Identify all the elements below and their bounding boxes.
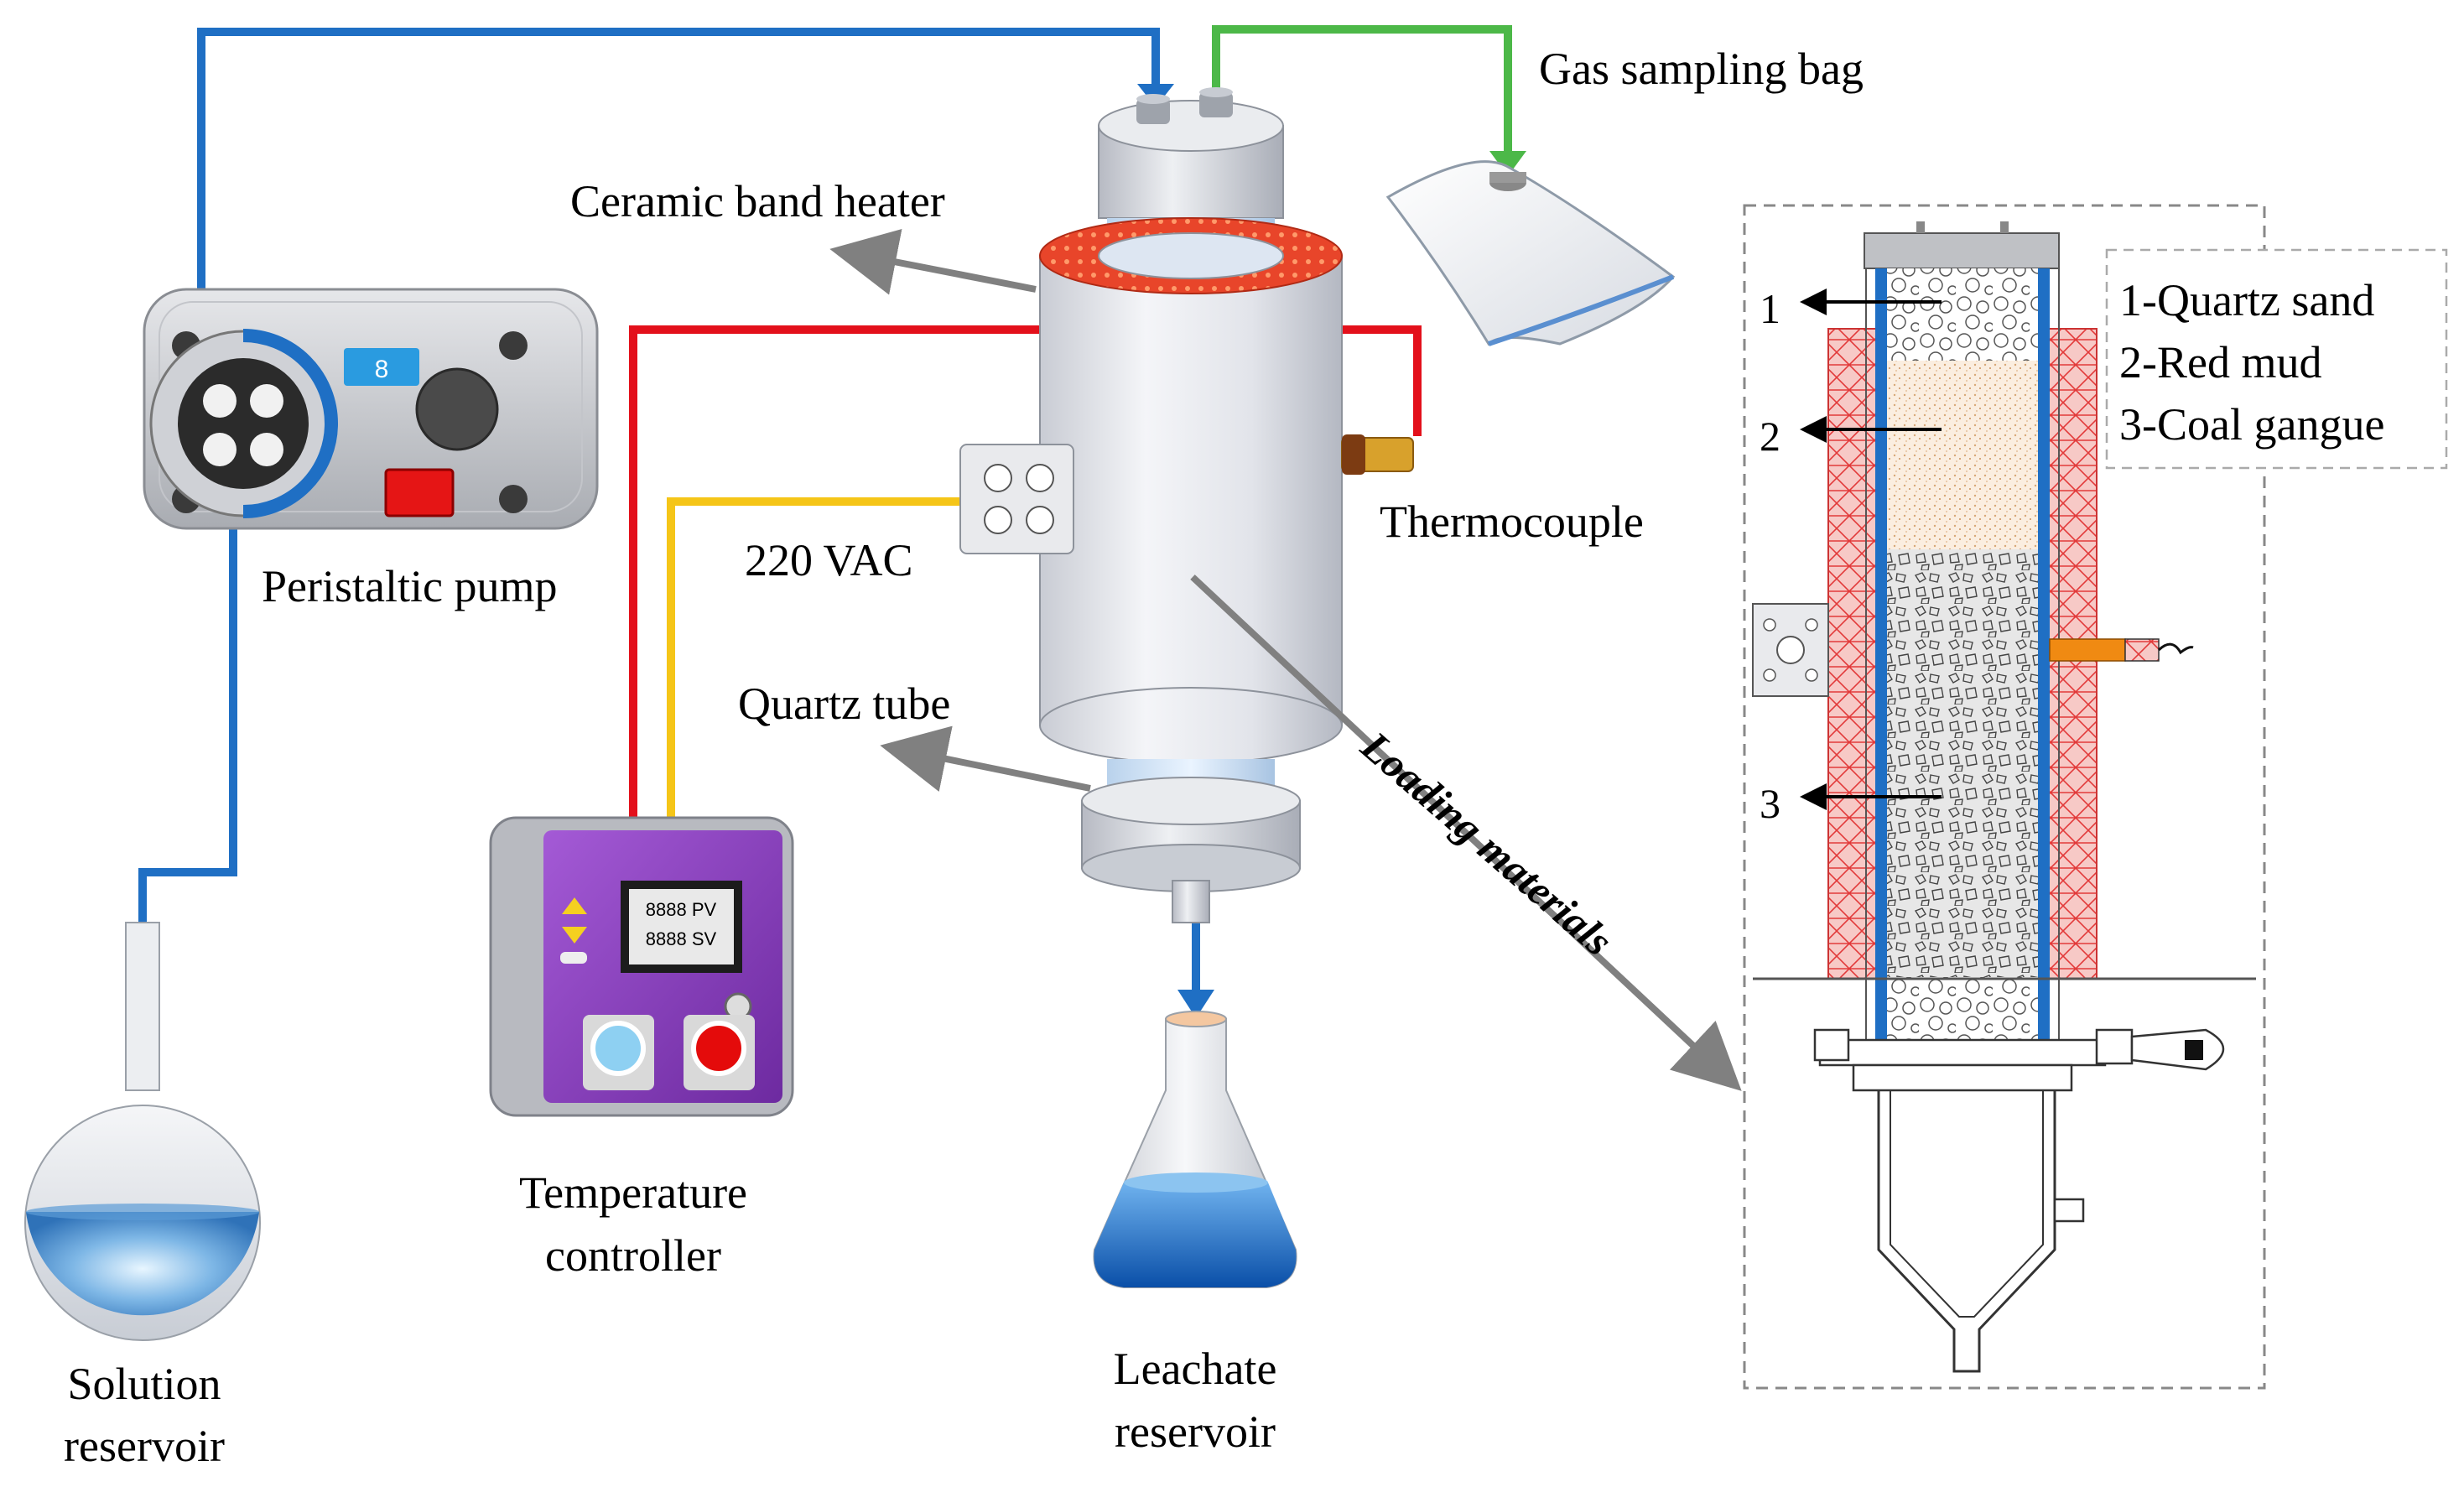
- controller-blue-button: [590, 1021, 646, 1076]
- coal-gangue-layer: [1887, 549, 2038, 977]
- loading-materials-pointer: [1190, 575, 1742, 1091]
- quartz-tube-pointer: [880, 725, 1091, 792]
- green-tube-arrowhead: [1489, 151, 1526, 176]
- power-connector: [959, 444, 1074, 554]
- controller-red-button: [691, 1021, 746, 1076]
- label-solution-reservoir-line2: reservoir: [64, 1421, 225, 1471]
- label-leachate-reservoir-line1: Leachate: [1114, 1344, 1277, 1394]
- controller-sv: 8888 SV: [646, 928, 717, 949]
- legend-coal-gangue: 3-Coal gangue: [2119, 399, 2384, 450]
- legend-quartz-sand: 1-Quartz sand: [2119, 275, 2374, 325]
- label-temperature-controller-line2: controller: [545, 1230, 721, 1281]
- solution-flask: [24, 922, 261, 1341]
- green-tube-gas: [1212, 25, 1512, 159]
- label-quartz-tube: Quartz tube: [738, 679, 950, 729]
- label-gas-sampling-bag: Gas sampling bag: [1539, 44, 1864, 94]
- pump-switch: [384, 468, 455, 517]
- peristaltic-pump: 8: [143, 288, 599, 530]
- legend-box: [2105, 248, 2448, 470]
- label-220-vac: 220 VAC: [745, 535, 913, 585]
- heater-pointer: [829, 229, 1037, 295]
- label-leachate-reservoir-line2: reservoir: [1115, 1406, 1276, 1457]
- label-thermocouple: Thermocouple: [1380, 497, 1644, 547]
- red-mud-layer: [1887, 361, 2038, 549]
- layer-marker-3: 3: [1760, 780, 1780, 827]
- label-temperature-controller-line1: Temperature: [519, 1167, 747, 1218]
- detail-frame: [1743, 204, 2266, 1390]
- down-arrow-icon: [562, 927, 587, 944]
- column-detail: [1743, 204, 2448, 1390]
- layer-marker-2: 2: [1760, 413, 1780, 460]
- pump-display-value: 8: [375, 356, 389, 383]
- pump-display: [344, 348, 419, 386]
- pump-knob: [415, 367, 499, 451]
- up-arrow-icon: [562, 897, 587, 914]
- label-ceramic-band-heater: Ceramic band heater: [570, 176, 945, 226]
- label-peristaltic-pump: Peristaltic pump: [262, 561, 557, 611]
- label-solution-reservoir-line1: Solution: [67, 1359, 221, 1409]
- layer-marker-1: 1: [1760, 285, 1780, 332]
- quartz-sand-layer-bottom: [1887, 977, 2038, 1040]
- red-wire: [629, 325, 1422, 826]
- leachate-flask: [1093, 1011, 1297, 1288]
- yellow-wire: [667, 497, 973, 826]
- blue-outlet-arrowhead: [1177, 990, 1214, 1018]
- quartz-sand-layer-top: [1887, 268, 2038, 361]
- temperature-controller: 8888 PV 8888 SV: [489, 816, 794, 1117]
- controller-pv: 8888 PV: [646, 899, 717, 920]
- gas-sampling-bag: [1385, 160, 1676, 346]
- label-loading-materials: Loading materials: [1352, 721, 1622, 964]
- legend-red-mud: 2-Red mud: [2119, 337, 2321, 387]
- reactor: [959, 87, 1414, 923]
